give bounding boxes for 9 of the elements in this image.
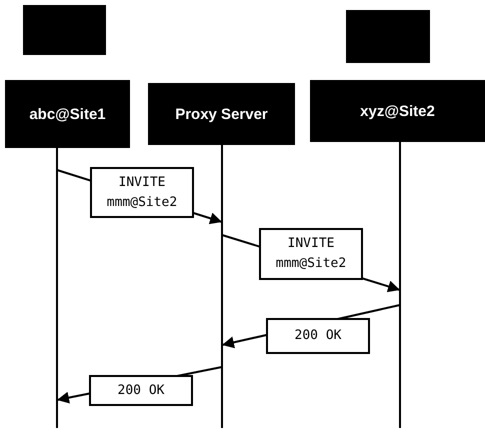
message-label: 200 OK [266,318,370,354]
participant-name: Proxy Server [175,106,268,122]
participant-name: xyz@Site2 [360,102,435,120]
participant-name: abc@Site1 [29,106,106,122]
message-label: INVITE mmm@Site2 [259,228,363,280]
message-label: INVITE mmm@Site2 [90,167,194,218]
blank-box [23,5,106,55]
message-label: 200 OK [89,375,193,406]
blank-box [346,10,430,63]
